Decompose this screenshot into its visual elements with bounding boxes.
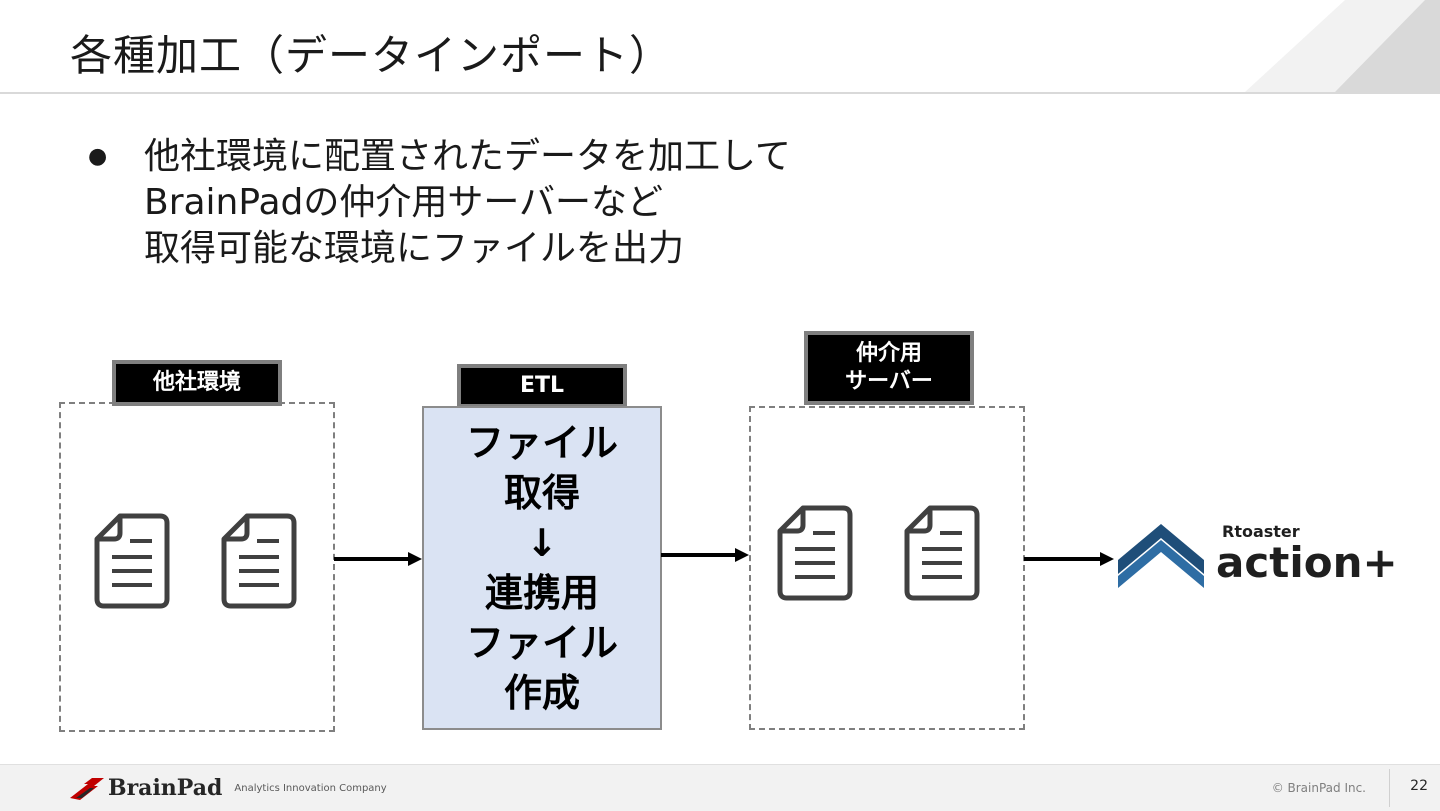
etl-step: ファイル bbox=[465, 621, 618, 665]
document-icon bbox=[221, 513, 297, 609]
document-icon bbox=[777, 505, 853, 601]
etl-step: 作成 bbox=[503, 671, 580, 715]
footer-brand: BrainPad bbox=[108, 775, 223, 801]
footer-divider bbox=[1389, 769, 1390, 807]
arrow-relay-to-target bbox=[1024, 552, 1114, 566]
header-divider bbox=[0, 92, 1440, 94]
logo-small-text: Rtoaster bbox=[1222, 522, 1300, 541]
source-tag: 他社環境 bbox=[112, 360, 282, 406]
etl-step: 取得 bbox=[503, 471, 580, 515]
rtoaster-logo: Rtoaster action+ bbox=[1118, 520, 1398, 592]
document-icon bbox=[904, 505, 980, 601]
etl-step: ファイル bbox=[465, 421, 618, 465]
etl-tag: ETL bbox=[457, 364, 627, 408]
footer-logo: BrainPad Analytics Innovation Company bbox=[70, 775, 387, 801]
footer: BrainPad Analytics Innovation Company © … bbox=[0, 764, 1440, 811]
relay-region bbox=[749, 406, 1025, 730]
chevron-up-icon bbox=[1118, 524, 1204, 588]
etl-tag-label: ETL bbox=[519, 373, 565, 398]
footer-tagline: Analytics Innovation Company bbox=[234, 782, 387, 794]
footer-copyright: © BrainPad Inc. bbox=[1271, 781, 1366, 795]
etl-process-box: ファイル 取得 ↓ 連携用 ファイル 作成 bbox=[422, 406, 662, 730]
etl-step-arrow: ↓ bbox=[526, 521, 558, 565]
slide-title: 各種加工（データインポート） bbox=[70, 31, 673, 80]
etl-step: 連携用 bbox=[484, 571, 599, 615]
relay-tag-line: 仲介用 bbox=[855, 341, 922, 366]
relay-tag-line: サーバー bbox=[845, 369, 933, 394]
relay-tag: 仲介用 サーバー bbox=[804, 331, 974, 405]
bullet-line: 取得可能な環境にファイルを出力 bbox=[144, 228, 685, 269]
source-tag-label: 他社環境 bbox=[152, 370, 241, 395]
bullet-line: BrainPadの仲介用サーバーなど bbox=[144, 182, 664, 223]
corner-decoration bbox=[1245, 0, 1440, 92]
page-number: 22 bbox=[1410, 778, 1428, 794]
document-icon bbox=[94, 513, 170, 609]
bullet-text: 他社環境に配置されたデータを加工して BrainPadの仲介用サーバーなど 取得… bbox=[144, 134, 791, 272]
arrow-etl-to-relay bbox=[661, 548, 749, 562]
bullet-marker: ● bbox=[88, 144, 108, 169]
brainpad-mark-icon bbox=[70, 778, 104, 800]
bullet-line: 他社環境に配置されたデータを加工して bbox=[144, 136, 791, 177]
bullet-item: ● 他社環境に配置されたデータを加工して BrainPadの仲介用サーバーなど … bbox=[88, 134, 791, 272]
logo-big-text: action+ bbox=[1216, 538, 1398, 587]
arrow-source-to-etl bbox=[334, 552, 422, 566]
